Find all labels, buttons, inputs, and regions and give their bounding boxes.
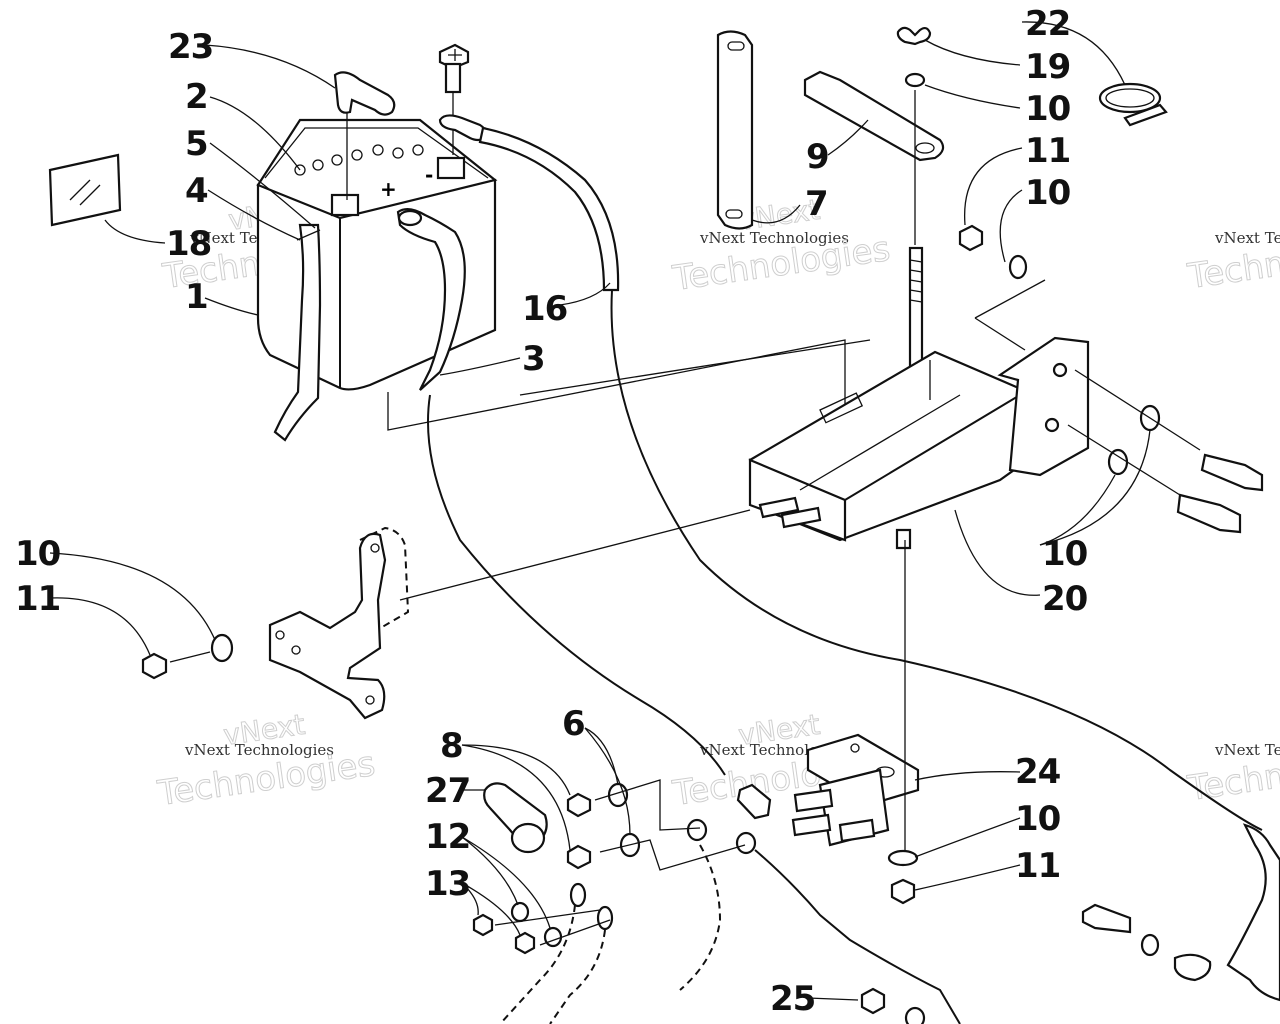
watermark-small-2: vNext Technologies xyxy=(699,229,849,247)
bolt-right-2 xyxy=(1176,493,1242,534)
washer-12a xyxy=(510,901,530,923)
nut-13a xyxy=(472,913,494,937)
watermark-small-6: vNext Technologies xyxy=(1214,741,1280,759)
label-1: 1 xyxy=(185,277,208,317)
starter-cable xyxy=(754,849,961,1024)
assembly-leader-4 xyxy=(974,317,1026,351)
lug-2 xyxy=(596,905,614,931)
label-11-b: 11 xyxy=(15,579,60,619)
label-10-b: 10 xyxy=(1025,173,1071,213)
label-5: 5 xyxy=(185,124,208,164)
assembly-leader-1 xyxy=(387,339,846,455)
label-25: 25 xyxy=(770,979,815,1019)
label-20: 20 xyxy=(1042,579,1088,619)
callout-leaders xyxy=(49,21,1151,1001)
nut-8b xyxy=(566,844,592,870)
watermark-small-4: vNext Technologies xyxy=(184,741,334,759)
label-19: 19 xyxy=(1025,47,1070,87)
nut-upper xyxy=(958,224,984,252)
washer-upper xyxy=(1008,254,1028,280)
hardware-leaders xyxy=(494,779,746,946)
terminal-boot xyxy=(333,71,396,200)
nut-25 xyxy=(860,987,886,1015)
negative-cable xyxy=(438,114,1280,1002)
left-leader xyxy=(169,651,211,663)
assembly-leader-5 xyxy=(399,509,751,601)
label-10-a: 10 xyxy=(1025,89,1071,129)
ring-terminal-3 xyxy=(735,831,757,855)
label-22: 22 xyxy=(1025,4,1070,44)
positive-terminal xyxy=(330,193,360,217)
label-6: 6 xyxy=(562,704,585,744)
washer-left xyxy=(210,633,234,663)
washer-25 xyxy=(904,1006,926,1024)
label-12: 12 xyxy=(425,817,470,857)
label-16: 16 xyxy=(522,289,567,329)
solenoid xyxy=(791,540,920,850)
hold-down-bar xyxy=(803,70,945,162)
negative-sign: - xyxy=(425,163,433,187)
label-9: 9 xyxy=(806,137,829,177)
cable-tie xyxy=(1098,82,1168,127)
bolt-right-1 xyxy=(1200,453,1264,492)
boot-27 xyxy=(483,782,548,854)
lug-1 xyxy=(569,882,587,908)
bolt-leaders xyxy=(1067,369,1201,496)
harness-dashed-1 xyxy=(679,844,722,991)
label-27: 27 xyxy=(425,771,470,811)
label-24: 24 xyxy=(1015,752,1061,792)
ring-terminal-1 xyxy=(736,783,772,820)
wing-nut xyxy=(896,26,932,46)
nut-13b xyxy=(514,931,536,955)
label-7: 7 xyxy=(805,184,828,224)
washer-12b xyxy=(543,926,563,948)
bolt-lower-right xyxy=(1081,903,1132,934)
harness-dashed-3 xyxy=(549,929,606,1024)
label-11-a: 11 xyxy=(1025,131,1070,171)
battery-tray xyxy=(748,336,1090,550)
assembly-leader-3 xyxy=(974,279,1046,319)
washer-lower xyxy=(887,849,919,867)
positive-sign: + xyxy=(380,177,397,201)
negative-terminal xyxy=(436,156,466,180)
washer-lower-right xyxy=(1140,933,1160,957)
nut-8a xyxy=(566,792,592,818)
callout-numbers: 23 2 5 4 18 1 16 3 7 9 22 19 10 11 10 10… xyxy=(15,4,1089,1019)
battery-pad xyxy=(48,153,122,227)
assembly-leader-2 xyxy=(519,339,871,396)
label-2: 2 xyxy=(185,77,208,117)
label-11-c: 11 xyxy=(1015,846,1060,886)
positive-cable xyxy=(396,208,726,776)
mounting-bracket xyxy=(268,526,410,720)
label-23: 23 xyxy=(168,27,213,67)
label-3: 3 xyxy=(522,339,545,379)
nut-left xyxy=(141,652,168,680)
nut-lower xyxy=(890,878,916,905)
label-18: 18 xyxy=(166,224,211,264)
washer-right-2 xyxy=(1107,448,1129,476)
washer-top xyxy=(904,72,926,88)
label-10-e: 10 xyxy=(1015,799,1061,839)
label-10-d: 10 xyxy=(15,534,61,574)
label-10-c: 10 xyxy=(1042,534,1088,574)
ring-terminal-2 xyxy=(686,818,708,842)
label-4: 4 xyxy=(185,171,208,211)
label-13: 13 xyxy=(425,864,470,904)
watermark-small-3: vNext Technologies xyxy=(1214,229,1280,247)
hold-down-strap xyxy=(716,30,754,230)
label-8: 8 xyxy=(440,726,463,766)
